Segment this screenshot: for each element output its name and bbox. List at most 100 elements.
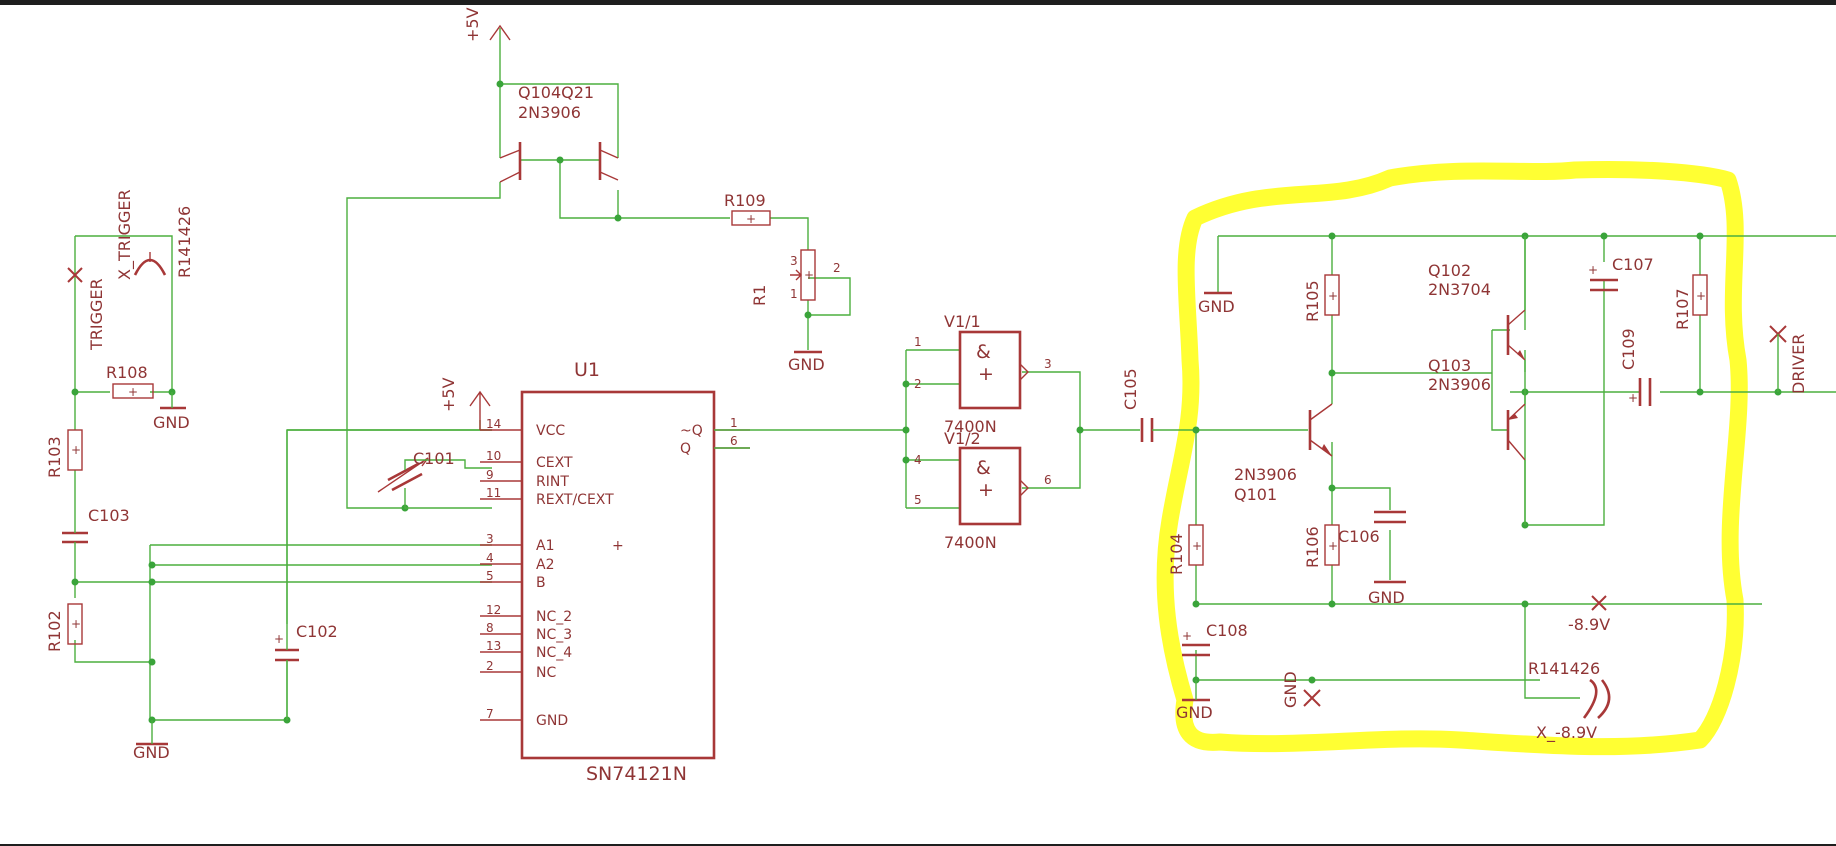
driver-section: + + + + + + + (1182, 232, 1836, 719)
x-trigger-label: X_TRIGGER (115, 189, 135, 280)
u1-pin-label: NC_4 (536, 645, 572, 661)
svg-text:+: + (1628, 391, 1638, 405)
pot-pin-3: 3 (790, 254, 798, 268)
window-bottom-bar (0, 844, 1836, 846)
trigger-section: + + + + (62, 235, 492, 746)
r108-label: R108 (106, 363, 148, 382)
gate1-name-label: V1/1 (944, 312, 981, 331)
c107-label: C107 (1612, 255, 1654, 274)
u1-pin-number: 8 (486, 621, 494, 635)
svg-text:+: + (1328, 289, 1338, 303)
svg-text:+: + (1588, 263, 1598, 277)
r109-label: R109 (724, 191, 766, 210)
gate1-part-label: 7400N (944, 417, 997, 436)
svg-text:+: + (1192, 539, 1202, 553)
u1-pin-label: NC (536, 665, 556, 681)
nand-gate-v1-2[interactable] (958, 446, 1029, 526)
u1-name-label: U1 (574, 359, 600, 381)
gnd-r1-label: GND (788, 355, 825, 374)
u1-pin-number: 6 (730, 434, 738, 448)
gnd-r108-label: GND (153, 413, 190, 432)
plus5v-top-label: +5V (463, 7, 482, 42)
u1-pin-number: 2 (486, 659, 494, 673)
svg-text:+: + (1696, 289, 1706, 303)
r141426-right-label: R141426 (1528, 659, 1600, 678)
svg-text:+: + (746, 212, 756, 226)
u1-pin-label: A2 (536, 557, 554, 573)
c109-label: C109 (1619, 328, 1638, 370)
r103-label: R103 (45, 436, 64, 478)
gate2-out-pin: 6 (1044, 473, 1052, 487)
u1-pin-label: Q (680, 441, 691, 457)
driver-label: DRIVER (1789, 334, 1808, 394)
r106-label: R106 (1303, 526, 1322, 568)
neg-89v-label: -8.9V (1568, 615, 1610, 634)
c106-label: C106 (1338, 527, 1380, 546)
u1-pin-number: 9 (486, 468, 494, 482)
q102-name-label: Q102 (1428, 261, 1471, 280)
gate1-in2-pin: 2 (914, 377, 922, 391)
u1-pin-label: REXT/CEXT (536, 492, 614, 508)
u1-pin-number: 7 (486, 707, 494, 721)
q101-part-label: 2N3906 (1234, 465, 1297, 484)
u1-pin-label: B (536, 575, 546, 591)
window-top-bar (0, 0, 1836, 5)
q-top-part-label: 2N3906 (518, 103, 581, 122)
q101-name-label: Q101 (1234, 485, 1277, 504)
gate1-symbol: & (976, 341, 991, 363)
u1-pin-number: 4 (486, 551, 494, 565)
gnd-c108-label: GND (1176, 703, 1213, 722)
q103-part-label: 2N3906 (1428, 375, 1491, 394)
u1-pin-number: 5 (486, 569, 494, 583)
u1-pin-number: 14 (486, 417, 501, 431)
u1-pin-number: 10 (486, 449, 501, 463)
c101-label: C101 (413, 449, 455, 468)
pot-pin-1: 1 (790, 287, 798, 301)
u1-pin-number: 3 (486, 532, 494, 546)
svg-text:+: + (804, 268, 814, 282)
svg-text:+: + (128, 385, 138, 399)
svg-text:+: + (274, 632, 284, 646)
u1-pin-label: NC_3 (536, 627, 572, 643)
gate2-symbol: & (976, 457, 991, 479)
u1-pin-label: ~Q (680, 423, 703, 439)
gate2-name-label: V1/2 (944, 429, 981, 448)
u1-pin-number: 11 (486, 486, 501, 500)
svg-text:+: + (978, 363, 994, 385)
pot-pin-2: 2 (833, 261, 841, 275)
u1-chip[interactable]: + (287, 390, 716, 760)
gate1-in1-pin: 1 (914, 335, 922, 349)
svg-text:+: + (1182, 629, 1192, 643)
top-transistor-section: + + (346, 24, 851, 512)
u1-pin-label: NC_2 (536, 609, 572, 625)
r141426-left-label: R141426 (175, 206, 194, 278)
u1-pin-number: 13 (486, 639, 501, 653)
gate2-in2-pin: 5 (914, 493, 922, 507)
gate2-part-label: 7400N (944, 533, 997, 552)
q103-name-label: Q103 (1428, 356, 1471, 375)
gnd-cross-label: GND (1281, 671, 1300, 708)
nand-gate-v1-1[interactable] (958, 330, 1029, 410)
svg-text:+: + (1328, 539, 1338, 553)
svg-text:+: + (612, 538, 624, 554)
r107-label: R107 (1673, 288, 1692, 330)
yellow-highlight-outline (1156, 160, 1748, 756)
svg-text:+: + (71, 443, 81, 457)
q-top-name-label: Q104Q21 (518, 83, 594, 102)
svg-text:+: + (978, 479, 994, 501)
gnd-right-top-label: GND (1198, 297, 1235, 316)
q102-part-label: 2N3704 (1428, 280, 1491, 299)
u1-pin-label: A1 (536, 538, 554, 554)
u1-part-label: SN74121N (586, 763, 687, 785)
x-neg-89v-label: X_-8.9V (1536, 723, 1597, 743)
c103-label: C103 (88, 506, 130, 525)
gnd-c106-label: GND (1368, 588, 1405, 607)
c105-label: C105 (1121, 368, 1140, 410)
c108-label: C108 (1206, 621, 1248, 640)
u1-pin-label: GND (536, 713, 568, 729)
u1-pin-number: 12 (486, 603, 501, 617)
u1-pin-number: 1 (730, 416, 738, 430)
u1-pin-label: RINT (536, 474, 569, 490)
